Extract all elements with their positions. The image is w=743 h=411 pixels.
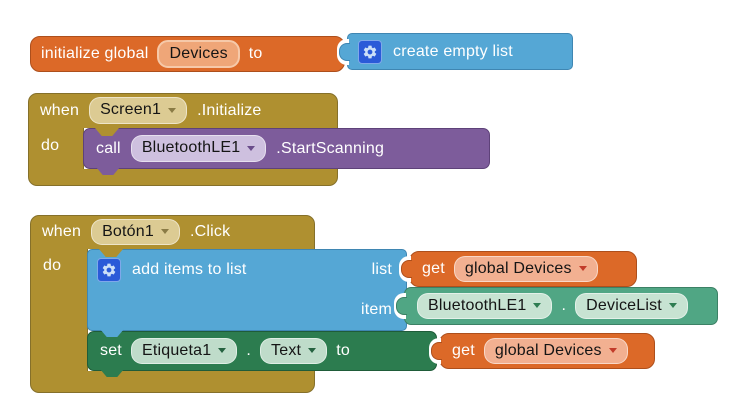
get-label: get bbox=[452, 342, 475, 359]
when-label: when bbox=[42, 223, 82, 240]
devicelist-property-dropdown[interactable]: DeviceList bbox=[575, 292, 688, 320]
list-arg-label: list bbox=[371, 260, 392, 278]
when-screen1-initialize-block[interactable]: when Screen1 .Initialize do call Bluetoo… bbox=[28, 93, 490, 186]
chevron-down-icon bbox=[218, 348, 227, 354]
event-name-label: .Initialize bbox=[197, 101, 262, 119]
chevron-down-icon bbox=[308, 348, 317, 354]
etiqueta1-dropdown-value: Etiqueta1 bbox=[141, 341, 212, 359]
chevron-down-icon bbox=[168, 107, 177, 113]
event-header: when Botón1 .Click bbox=[30, 215, 315, 249]
call-label: call bbox=[96, 139, 121, 157]
dot-label: . bbox=[246, 342, 252, 359]
variable-name-text: Devices bbox=[169, 44, 228, 62]
statement-connector bbox=[99, 249, 123, 257]
chevron-down-icon bbox=[578, 266, 587, 272]
bluetoothle-dropdown[interactable]: BluetoothLE1 bbox=[130, 135, 267, 162]
create-empty-list-label: create empty list bbox=[393, 42, 513, 60]
get-global-devices-block[interactable]: get global Devices bbox=[409, 251, 637, 287]
list-arg-row: add items to list list bbox=[88, 250, 406, 289]
when-label: when bbox=[40, 101, 80, 119]
mutator-gear-icon[interactable] bbox=[358, 39, 382, 64]
get-label: get bbox=[422, 260, 445, 277]
to-label: to bbox=[248, 45, 263, 62]
mutator-gear-icon[interactable] bbox=[97, 257, 121, 282]
when-boton1-click-block[interactable]: when Botón1 .Click do set Etiqueta1 . Te… bbox=[30, 215, 718, 393]
screen-dropdown-value: Screen1 bbox=[100, 101, 162, 119]
text-property-dropdown[interactable]: Text bbox=[260, 337, 328, 365]
bluetoothle-devicelist-block[interactable]: BluetoothLE1 . DeviceList bbox=[404, 287, 718, 325]
bluetoothle-dropdown-value: BluetoothLE1 bbox=[428, 296, 527, 314]
call-startscanning-block[interactable]: call BluetoothLE1 .StartScanning bbox=[83, 128, 490, 169]
chevron-down-icon bbox=[608, 348, 617, 354]
get-global-devices-block[interactable]: get global Devices bbox=[439, 333, 655, 369]
statement-connector bbox=[95, 128, 119, 136]
do-label: do bbox=[41, 137, 60, 154]
item-arg-label: item bbox=[360, 300, 392, 318]
etiqueta1-dropdown[interactable]: Etiqueta1 bbox=[130, 337, 238, 365]
text-property-value: Text bbox=[271, 341, 302, 359]
set-label: set bbox=[100, 342, 122, 359]
set-etiqueta1-text-block[interactable]: set Etiqueta1 . Text to bbox=[87, 331, 437, 371]
event-name-label: .Click bbox=[189, 223, 231, 240]
add-items-label: add items to list bbox=[132, 260, 247, 278]
do-label: do bbox=[43, 257, 62, 274]
devicelist-property-value: DeviceList bbox=[586, 296, 662, 314]
variable-name-field[interactable]: Devices bbox=[157, 39, 240, 69]
chevron-down-icon bbox=[668, 303, 677, 309]
bluetoothle-dropdown[interactable]: BluetoothLE1 bbox=[417, 292, 553, 320]
create-empty-list-block[interactable]: create empty list bbox=[347, 33, 573, 70]
global-devices-value: global Devices bbox=[464, 259, 572, 277]
item-arg-row: item bbox=[88, 289, 406, 330]
chevron-down-icon bbox=[247, 145, 256, 151]
chevron-down-icon bbox=[160, 229, 169, 235]
global-devices-value: global Devices bbox=[494, 341, 602, 359]
dot-label: . bbox=[561, 297, 567, 314]
global-devices-dropdown[interactable]: global Devices bbox=[453, 255, 598, 283]
button-dropdown-value: Botón1 bbox=[102, 222, 154, 240]
method-name-label: .StartScanning bbox=[276, 139, 385, 157]
add-items-to-list-block[interactable]: add items to list list item bbox=[87, 249, 407, 331]
bluetoothle-dropdown-value: BluetoothLE1 bbox=[141, 139, 241, 157]
event-header: when Screen1 .Initialize bbox=[28, 93, 338, 128]
screen-dropdown[interactable]: Screen1 bbox=[89, 97, 188, 124]
initialize-global-block[interactable]: initialize global Devices to bbox=[30, 36, 345, 72]
chevron-down-icon bbox=[533, 303, 542, 309]
global-devices-dropdown[interactable]: global Devices bbox=[483, 337, 628, 365]
to-label: to bbox=[336, 342, 350, 359]
initialize-global-label: initialize global bbox=[41, 45, 149, 62]
button-dropdown[interactable]: Botón1 bbox=[91, 218, 180, 246]
